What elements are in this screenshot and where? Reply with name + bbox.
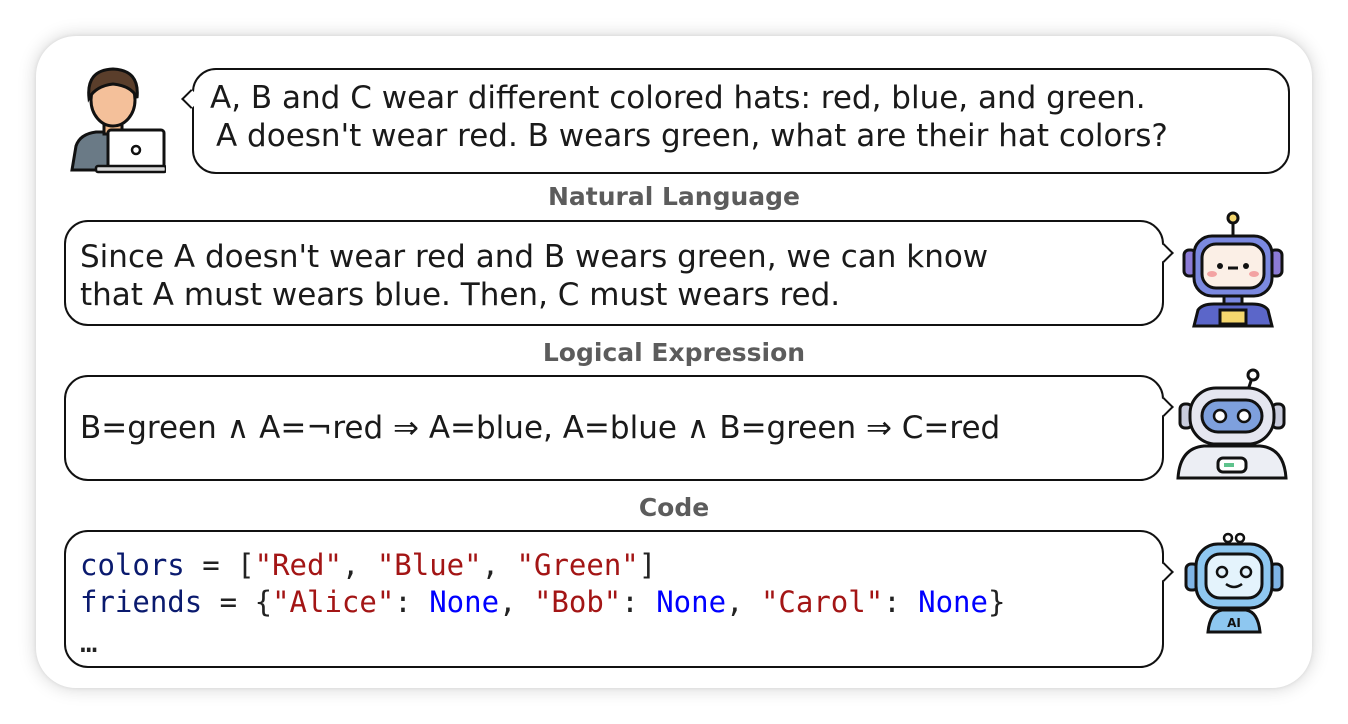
pink-cheek-robot-icon: [1182, 211, 1284, 328]
code-token-punct: ,: [341, 548, 377, 582]
code-token-kw: None: [429, 585, 500, 619]
code-token-punct: :: [394, 585, 430, 619]
question-line-2: A doesn't wear red. B wears green, what …: [216, 118, 1168, 154]
code-line-2: friends = {"Alice": None, "Bob": None, "…: [80, 584, 1005, 621]
code-token-punct: = [: [184, 548, 255, 582]
code-line-3-ellipsis: …: [80, 625, 98, 659]
code-token-str: "Blue": [376, 548, 482, 582]
code-token-punct: ,: [481, 548, 517, 582]
question-line-1: A, B and C wear different colored hats: …: [210, 80, 1146, 116]
logical-expression-bubble: [64, 375, 1164, 481]
code-token-str: "Carol": [760, 585, 884, 619]
ai-robot-icon: AI: [1184, 532, 1284, 634]
logical-expression-text: B=green ∧ A=¬red ⇒ A=blue, A=blue ∧ B=gr…: [80, 410, 1001, 446]
code-line-1: colors = ["Red", "Blue", "Green"]: [80, 547, 656, 584]
code-token-kw: None: [656, 585, 727, 619]
code-token-kw: None: [918, 585, 988, 619]
person-with-laptop-icon: [70, 67, 166, 174]
code-token-punct: ]: [638, 548, 657, 582]
code-bubble: [64, 530, 1164, 668]
code-token-punct: = {: [202, 585, 273, 619]
code-token-str: "Bob": [533, 585, 622, 619]
natural-language-label: Natural Language: [547, 182, 801, 211]
code-token-punct: }: [987, 585, 1006, 619]
question-bubble: [192, 68, 1290, 174]
code-token-punct: :: [621, 585, 657, 619]
code-token-name: colors: [80, 548, 185, 582]
svg-text:AI: AI: [1227, 616, 1241, 630]
code-token-punct: ,: [499, 585, 534, 619]
code-token-str: "Green": [516, 548, 639, 582]
code-token-name: friends: [80, 585, 203, 619]
code-token-punct: ,: [726, 585, 761, 619]
logical-expression-label: Logical Expression: [542, 338, 806, 367]
natural-language-line-2: that A must wears blue. Then, C must wea…: [80, 277, 841, 313]
code-label: Code: [638, 493, 710, 522]
natural-language-bubble: [64, 220, 1164, 326]
code-token-str: "Alice": [272, 585, 395, 619]
natural-language-line-1: Since A doesn't wear red and B wears gre…: [80, 239, 989, 275]
code-token-punct: :: [883, 585, 919, 619]
round-robot-icon: [1176, 368, 1288, 480]
code-token-str: "Red": [254, 548, 342, 582]
